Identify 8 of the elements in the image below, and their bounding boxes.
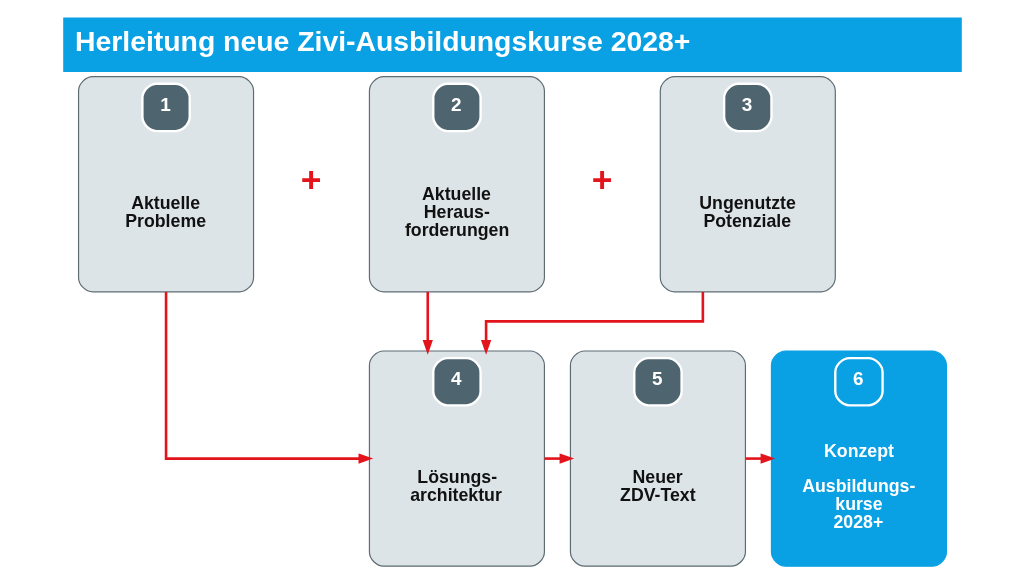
arrow	[544, 453, 574, 464]
label: +	[300, 159, 322, 200]
arrow	[745, 453, 775, 464]
arrow	[480, 292, 704, 355]
arrow	[164, 291, 373, 464]
diagram-title: Herleitung neue Zivi-Ausbildungskurse 2028+	[74, 24, 690, 57]
arrow	[422, 291, 433, 355]
label: +	[591, 159, 612, 200]
